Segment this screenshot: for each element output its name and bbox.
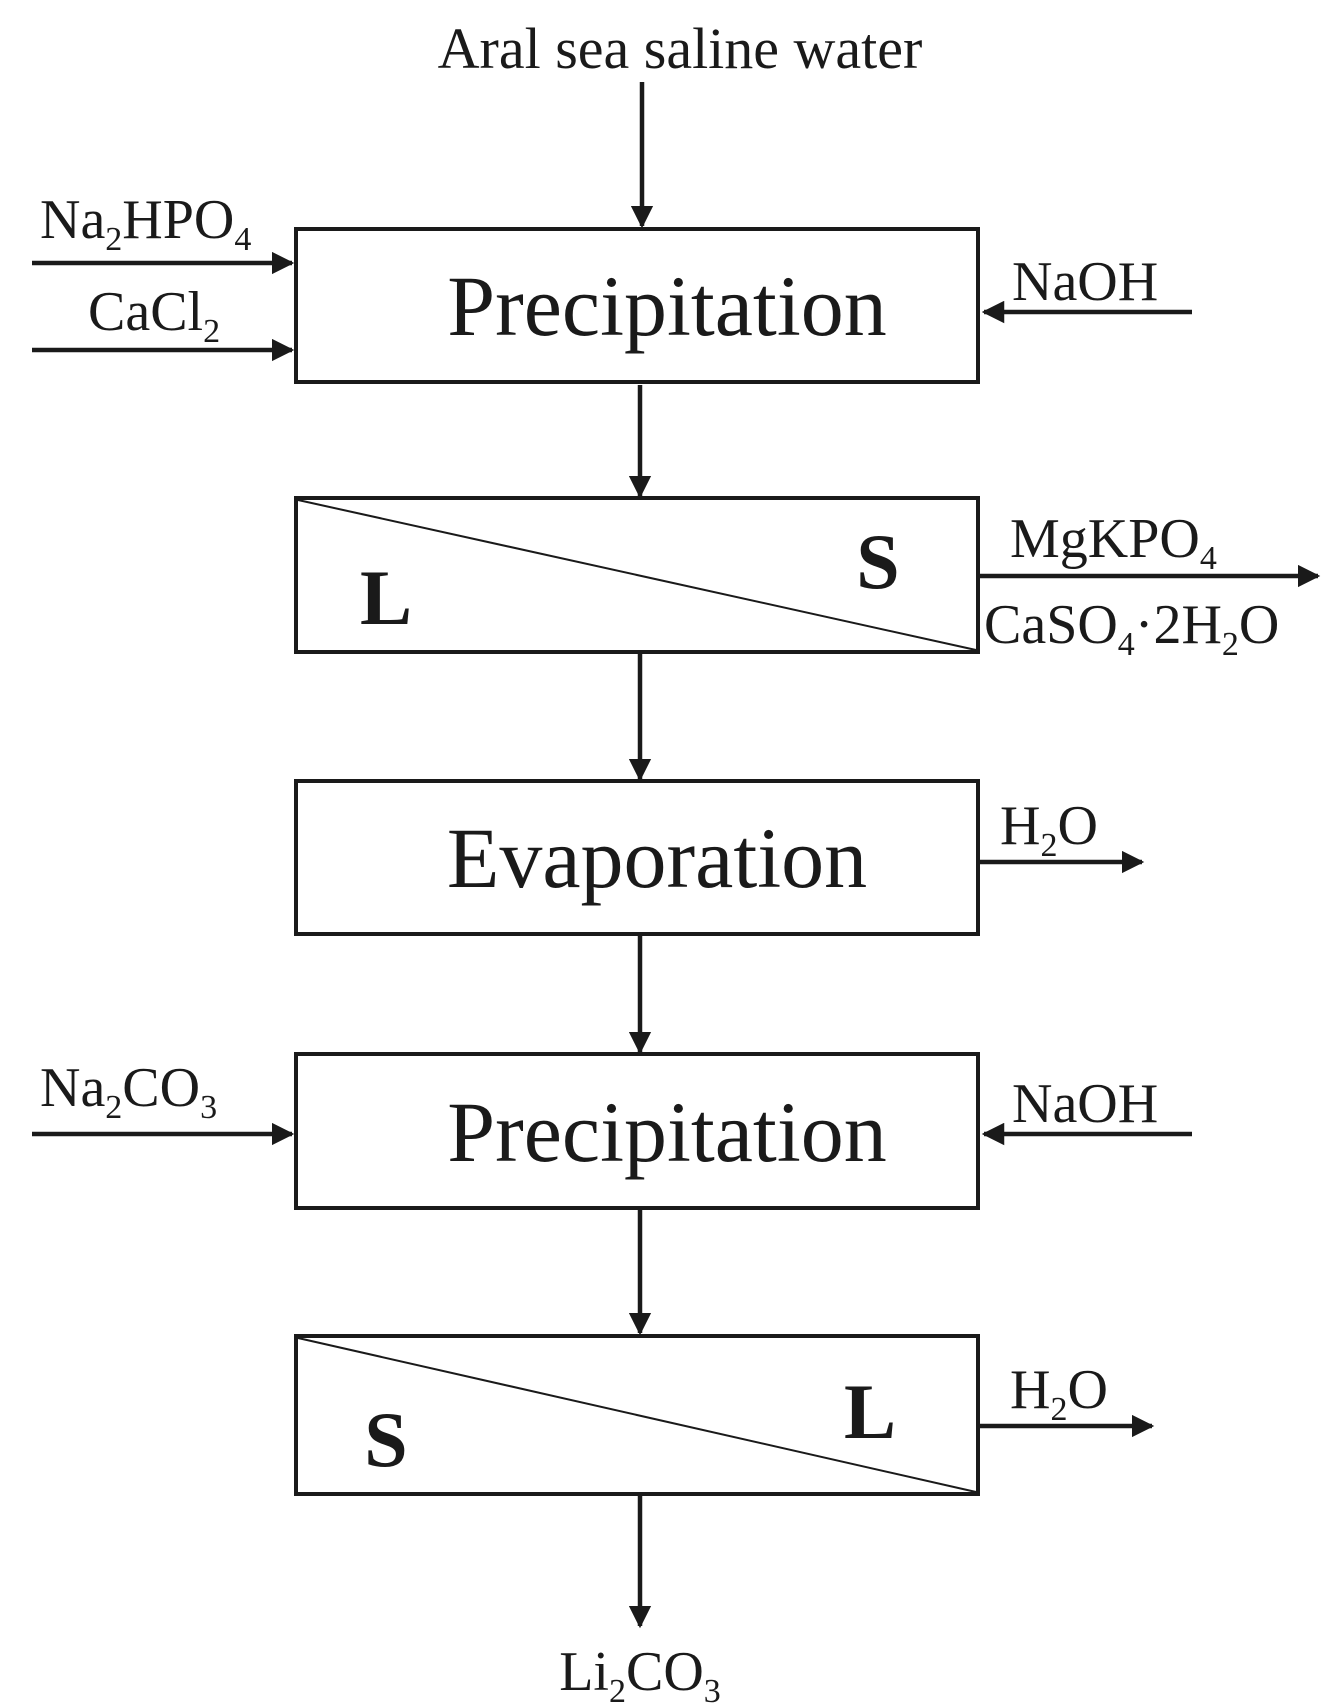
separation-box-1: L S [294, 496, 980, 654]
na2hpo4-label: Na2HPO4 [40, 189, 251, 258]
caso4-label: CaSO4·2H2O [984, 594, 1279, 663]
cacl2-label: CaCl2 [88, 281, 220, 350]
feed-label: Aral sea saline water [438, 16, 923, 81]
precipitation-label-2: Precipitation [447, 1084, 886, 1180]
water-label-2: H2O [1010, 1359, 1108, 1428]
precipitation-box-2: Precipitation [294, 1052, 980, 1210]
separation-divider-1 [297, 499, 977, 651]
li2co3-label: Li2CO3 [559, 1641, 721, 1707]
precipitation-box-1: Precipitation [294, 227, 980, 384]
separation-1-left-label: L [360, 554, 412, 641]
precipitation-label-1: Precipitation [447, 258, 886, 354]
evaporation-box: Evaporation [294, 779, 980, 936]
separation-2-left-label: S [364, 1396, 407, 1483]
separation-2-right-label: L [844, 1368, 896, 1455]
water-label-1: H2O [1000, 795, 1098, 864]
na2co3-label: Na2CO3 [40, 1057, 217, 1126]
mgkpo4-label: MgKPO4 [1010, 508, 1217, 577]
separation-1-right-label: S [856, 518, 899, 605]
naoh-label-1: NaOH [1012, 251, 1158, 313]
naoh-label-2: NaOH [1012, 1073, 1158, 1135]
separation-divider-2 [297, 1337, 977, 1493]
evaporation-label: Evaporation [447, 810, 867, 906]
separation-box-2: S L [294, 1334, 980, 1496]
